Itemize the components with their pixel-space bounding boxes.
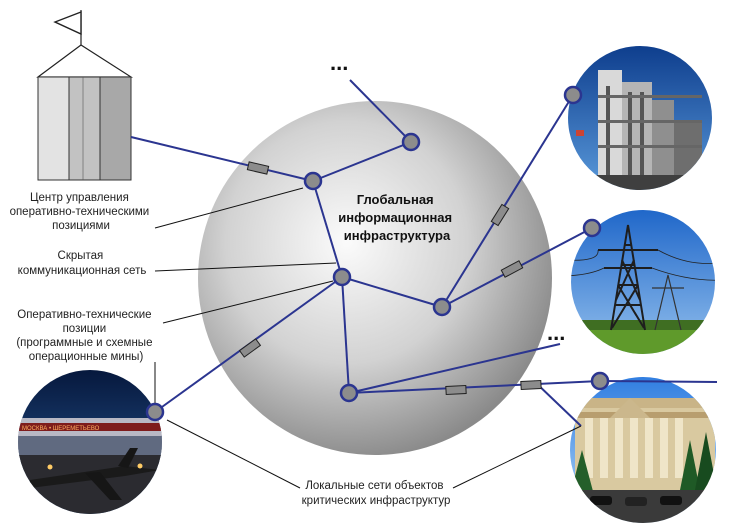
node	[303, 171, 323, 191]
link	[348, 380, 601, 394]
link-devices	[238, 161, 542, 396]
link-device	[520, 379, 542, 391]
label-line: (программные и схемные	[16, 337, 152, 349]
node	[401, 132, 421, 152]
airport-sign-text: МОСКВА • ШЕРЕМЕТЬЕВО	[22, 426, 100, 432]
label-local-networks: Локальные сети объектов критических инфр…	[302, 480, 451, 507]
center-title-line: информационная	[338, 210, 452, 225]
node	[563, 85, 583, 105]
center-title-line: инфраструктура	[344, 228, 451, 243]
link-device	[238, 338, 262, 358]
airport-photo: МОСКВА • ШЕРЕМЕТЬЕВО	[18, 370, 162, 514]
label-line: Скрытая	[58, 250, 104, 262]
power-plant-photo	[568, 46, 712, 190]
label-hidden-network: Скрытая коммуникационная сеть	[18, 250, 147, 277]
link-device	[500, 260, 524, 278]
label-line: позициями	[52, 220, 110, 232]
network-nodes	[145, 85, 610, 422]
flag-icon	[53, 10, 82, 36]
link	[533, 380, 582, 427]
link	[341, 276, 443, 308]
link	[348, 343, 561, 394]
label-line: коммуникационная сеть	[18, 265, 147, 277]
link	[341, 276, 350, 394]
link	[599, 380, 718, 383]
link	[312, 180, 343, 278]
central-bank-photo	[570, 377, 716, 523]
center-title: Глобальная информационная инфраструктура	[338, 192, 456, 243]
link	[130, 136, 314, 182]
link	[349, 79, 412, 143]
label-line: Центр управления	[30, 192, 129, 204]
center-title-line: Глобальная	[357, 192, 434, 207]
label-control-center: Центр управления оперативно-техническими…	[10, 192, 153, 232]
link-device	[490, 203, 510, 227]
network-links	[130, 79, 718, 427]
ellipsis-right: ...	[547, 320, 565, 345]
node	[582, 218, 602, 238]
leader-lines	[154, 187, 582, 489]
label-line: Локальные сети объектов	[305, 480, 443, 492]
control-center-building-icon	[36, 10, 134, 181]
label-positions: Оперативно-технические позиции (программ…	[16, 309, 155, 363]
label-line: оперативно-техническими	[10, 206, 150, 218]
label-line: операционные мины)	[29, 351, 144, 363]
ellipsis-top: ...	[330, 50, 348, 75]
link	[441, 94, 574, 308]
label-line: позиции	[63, 323, 107, 335]
label-line: Оперативно-технические	[17, 309, 151, 321]
link-device	[246, 161, 270, 175]
label-line: критических инфраструктур	[302, 495, 451, 507]
node	[432, 297, 452, 317]
node	[332, 267, 352, 287]
node	[339, 383, 359, 403]
link	[312, 141, 412, 182]
link-device	[445, 384, 467, 396]
node	[590, 371, 610, 391]
node	[145, 402, 165, 422]
